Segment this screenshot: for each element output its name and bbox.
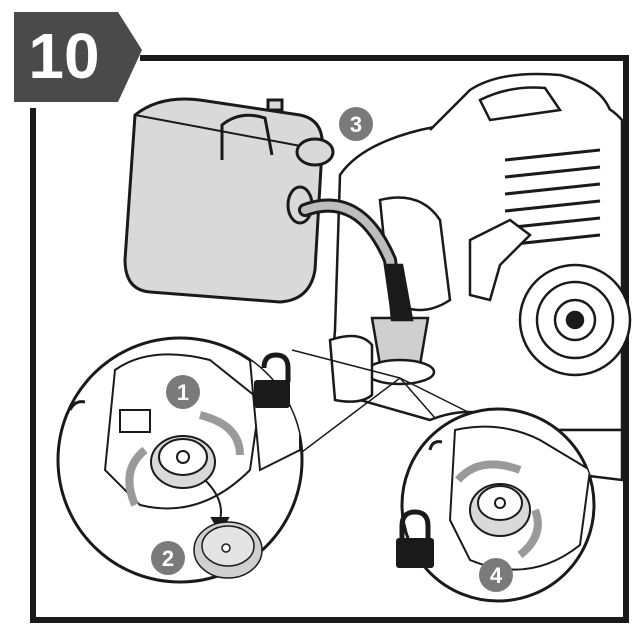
callout-3: 3	[339, 107, 373, 141]
locked-padlock-icon	[396, 509, 434, 568]
step-badge: 10	[14, 12, 142, 102]
callout-4-label: 4	[490, 563, 503, 588]
callout-1: 1	[166, 375, 200, 409]
detail-closed-cap	[400, 407, 596, 603]
callout-1-label: 1	[177, 380, 189, 405]
callout-2-label: 2	[162, 546, 174, 571]
fuel-can	[123, 97, 335, 304]
fuel-funnel	[328, 263, 436, 403]
fuel-cap-removed	[193, 521, 263, 579]
detail-open-cap	[56, 336, 304, 584]
callout-4: 4	[479, 558, 513, 592]
step-frame	[30, 55, 629, 623]
unlocked-padlock-icon	[254, 352, 291, 408]
callout-3-label: 3	[350, 112, 362, 137]
step-number: 10	[28, 20, 99, 92]
callout-2: 2	[151, 541, 185, 575]
zoom-lines	[291, 349, 469, 456]
